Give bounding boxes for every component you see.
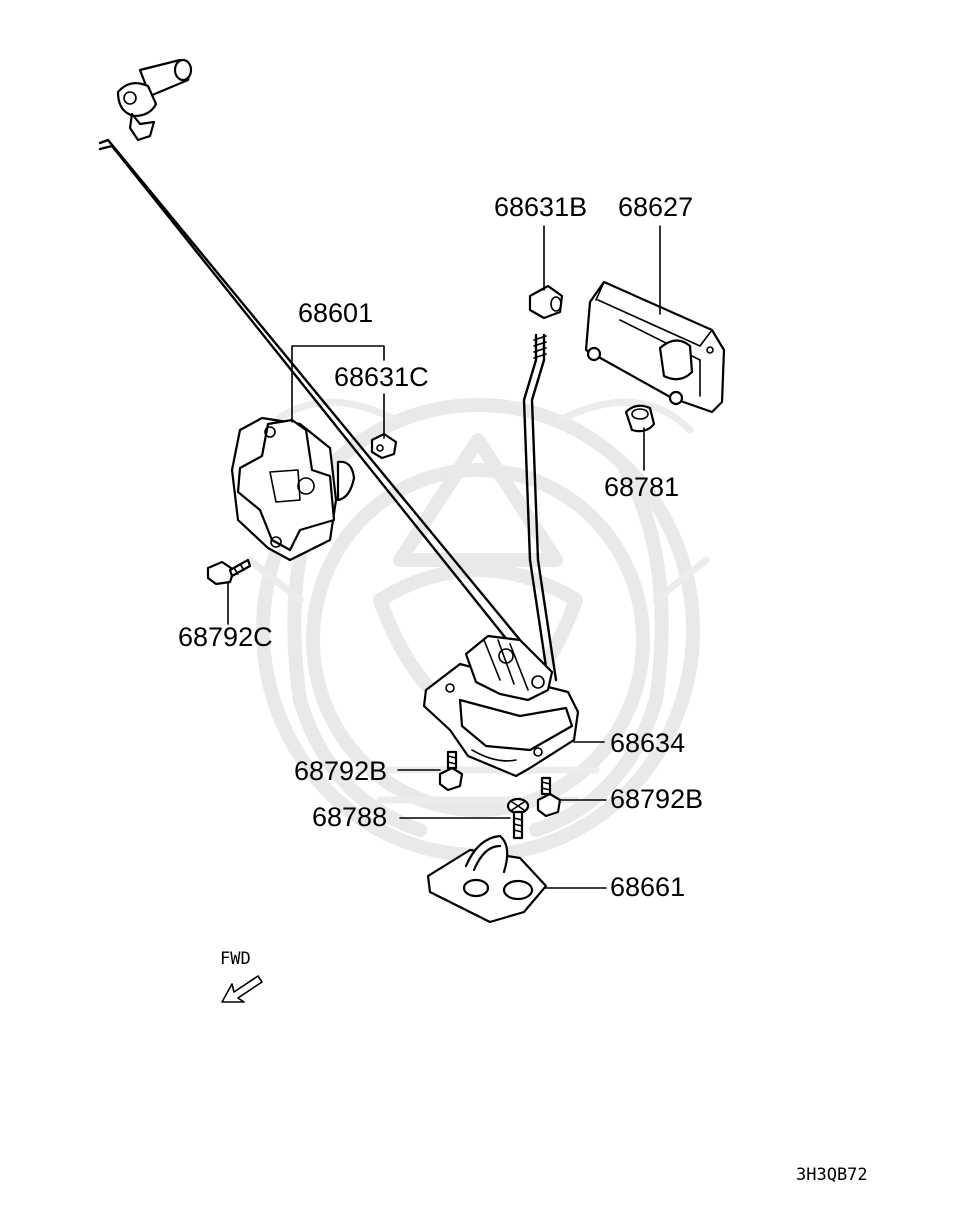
label-68627: 68627 bbox=[618, 192, 693, 222]
bolt-68792c-part bbox=[206, 558, 252, 586]
diagram-code: 3H3QB72 bbox=[796, 1165, 868, 1185]
leader-lines bbox=[227, 225, 661, 889]
latch-plate-68601-part bbox=[230, 416, 356, 562]
label-68781: 68781 bbox=[604, 472, 679, 502]
label-68661: 68661 bbox=[610, 872, 685, 902]
fwd-label: FWD bbox=[220, 949, 251, 969]
fwd-indicator: FWD bbox=[220, 949, 263, 1003]
label-68631b: 68631B bbox=[494, 192, 587, 222]
release-rod-part bbox=[98, 138, 522, 648]
label-68792c: 68792C bbox=[178, 622, 273, 652]
actuator-rod-part bbox=[522, 333, 558, 682]
label-68792b-left: 68792B bbox=[294, 756, 387, 786]
lock-68634-part bbox=[422, 634, 580, 778]
label-68631c: 68631C bbox=[334, 362, 429, 392]
bolt-68792b-right-part bbox=[536, 776, 562, 818]
bushing-68781-part bbox=[624, 404, 656, 433]
clip-68631b-part bbox=[528, 284, 564, 320]
release-handle-part bbox=[116, 58, 193, 142]
label-68601: 68601 bbox=[298, 298, 373, 328]
striker-68661-part bbox=[426, 834, 548, 924]
bolt-68792b-left-part bbox=[438, 750, 464, 792]
label-68634: 68634 bbox=[610, 728, 685, 758]
label-68792b-right: 68792B bbox=[610, 784, 703, 814]
label-68788: 68788 bbox=[312, 802, 387, 832]
screw-68788-part bbox=[506, 797, 530, 840]
handle-68627-part bbox=[584, 280, 726, 414]
fwd-arrow-icon bbox=[221, 975, 263, 1003]
